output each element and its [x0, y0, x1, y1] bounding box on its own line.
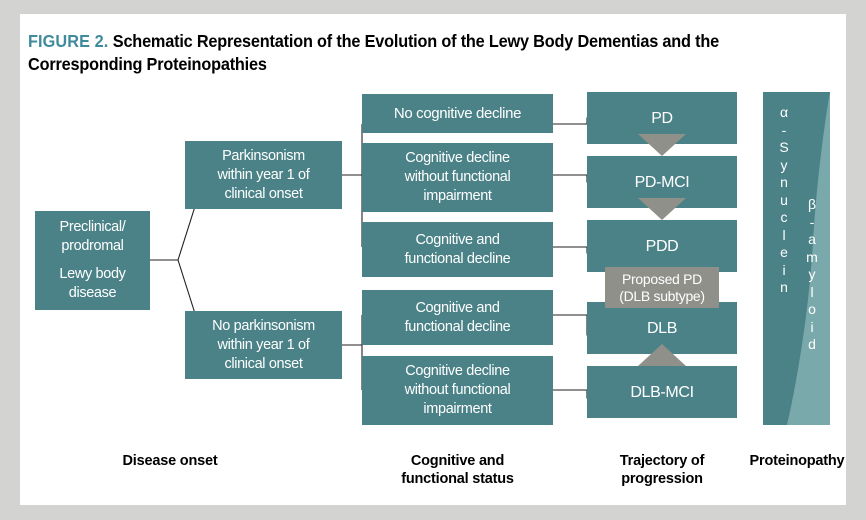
- alpha-synuclein-char: n: [780, 174, 788, 190]
- beta-amyloid-char: a: [808, 231, 816, 247]
- node-cognitive-and-functional-decline-1[interactable]: Cognitive and functional decline: [362, 222, 553, 277]
- alpha-synuclein-char: i: [782, 261, 786, 278]
- status-4-line1: Cognitive decline: [405, 363, 510, 379]
- arrow-pd-mci-to-pdd: [638, 198, 686, 220]
- status-1-text: Cognitive decline without functional impai…: [366, 149, 549, 206]
- node-cognitive-and-functional-decline-2[interactable]: Cognitive and functional decline: [362, 290, 553, 345]
- caption-status-line1: Cognitive and: [410, 453, 505, 469]
- node-pd-label: PD: [651, 109, 673, 127]
- caption-trajectory-line2: progression: [621, 471, 703, 487]
- parkinsonism-line1: Parkinsonism: [222, 147, 305, 164]
- status-1-line2: without functional: [404, 169, 511, 185]
- status-1-line3: impairment: [423, 188, 492, 204]
- node-dlb[interactable]: DLB: [587, 302, 737, 354]
- alpha-synuclein-char: e: [780, 244, 788, 260]
- badge-proposed-pd-dlb-subtype[interactable]: Proposed PD(DLB subtype): [605, 267, 719, 308]
- status-3-line2: functional decline: [404, 318, 511, 335]
- alpha-synuclein-char: y: [780, 156, 788, 173]
- node-no-parkinsonism-text: No parkinsonism within year 1 of clinical …: [189, 317, 338, 374]
- beta-amyloid-char: o: [808, 301, 816, 317]
- root-line1: Preclinical/: [59, 219, 126, 235]
- caption-proteinopathy-line1: Proteinopathy: [749, 453, 845, 469]
- figure-card: FIGURE 2. Schematic Representation of th…: [20, 14, 846, 505]
- node-pdd[interactable]: PDD: [587, 220, 737, 272]
- figure-number: FIGURE 2.: [28, 31, 109, 51]
- caption-trajectory-line1: Trajectory of: [619, 453, 705, 469]
- status-2-text: Cognitive and functional decline: [366, 231, 549, 269]
- no-parkinsonism-line2: within year 1 of: [217, 336, 310, 353]
- alpha-synuclein-char: -: [781, 121, 787, 138]
- caption-proteinopathy: Proteinopathy: [743, 452, 851, 470]
- node-pdd-label: PDD: [645, 237, 679, 255]
- node-dlb-mci[interactable]: DLB-MCI: [587, 366, 737, 418]
- status-3-line1: Cognitive and: [415, 299, 500, 316]
- root-line3: Lewy body: [59, 266, 126, 282]
- no-parkinsonism-line1: No parkinsonism: [212, 317, 315, 334]
- arrow-pd-to-pd-mci: [638, 134, 686, 156]
- proposed-pd-line2: (DLB subtype): [619, 287, 705, 304]
- beta-amyloid-char: -: [809, 213, 815, 230]
- proteinopathy-wedge: [763, 92, 830, 425]
- node-no-parkinsonism-within-year-1[interactable]: No parkinsonism within year 1 of clinical …: [185, 311, 342, 379]
- status-3-text: Cognitive and functional decline: [366, 299, 549, 337]
- beta-amyloid-char: i: [810, 318, 814, 335]
- alpha-synuclein-char: u: [780, 191, 788, 208]
- parkinsonism-line3: clinical onset: [224, 185, 303, 202]
- parkinsonism-line2: within year 1 of: [217, 166, 310, 183]
- alpha-synuclein-char: c: [780, 209, 788, 225]
- beta-amyloid-char: β: [807, 196, 817, 212]
- status-4-text: Cognitive decline without functional impai…: [366, 362, 549, 419]
- alpha-synuclein-char: l: [782, 226, 786, 243]
- node-dlb-mci-label: DLB-MCI: [630, 383, 694, 401]
- caption-status-line2: functional status: [401, 471, 514, 487]
- node-pd-mci-label: PD-MCI: [634, 173, 690, 191]
- root-line2: prodromal: [61, 238, 124, 254]
- beta-amyloid-char: l: [810, 283, 814, 300]
- arrow-dlb-mci-to-dlb: [638, 344, 686, 366]
- alpha-synuclein-char: n: [780, 279, 788, 295]
- caption-disease-onset: Disease onset: [70, 452, 270, 470]
- root-line4: disease: [68, 285, 117, 301]
- alpha-synuclein-char: α: [779, 104, 789, 120]
- figure-title-text: Schematic Representation of the Evolutio…: [28, 31, 720, 74]
- node-cognitive-decline-without-functional-impairment-2[interactable]: Cognitive decline without functional impai…: [362, 356, 553, 425]
- caption-trajectory-of-progression: Trajectory of progression: [587, 452, 737, 488]
- node-parkinsonism-within-year-1[interactable]: Parkinsonism within year 1 of clinical ons…: [185, 141, 342, 209]
- alpha-synuclein-char: S: [779, 139, 789, 155]
- caption-cognitive-functional-status: Cognitive and functional status: [362, 452, 553, 488]
- node-parkinsonism-text: Parkinsonism within year 1 of clinical ons…: [189, 147, 338, 204]
- beta-amyloid-char: m: [806, 248, 818, 265]
- status-2-line2: functional decline: [404, 250, 511, 267]
- status-2-line1: Cognitive and: [415, 231, 500, 248]
- caption-disease-onset-line1: Disease onset: [122, 453, 218, 469]
- status-4-line2: without functional: [404, 382, 511, 398]
- beta-amyloid-char: y: [808, 266, 816, 282]
- node-cognitive-decline-without-functional-impairment-1[interactable]: Cognitive decline without functional impai…: [362, 143, 553, 212]
- no-parkinsonism-line3: clinical onset: [224, 355, 303, 372]
- status-4-line3: impairment: [423, 401, 492, 417]
- figure-title: FIGURE 2. Schematic Representation of th…: [28, 30, 772, 76]
- beta-amyloid-char: d: [808, 336, 816, 352]
- status-1-line1: Cognitive decline: [405, 150, 510, 166]
- proposed-pd-text: Proposed PD(DLB subtype): [605, 271, 719, 305]
- proposed-pd-line1: Proposed PD: [622, 270, 702, 287]
- node-no-cognitive-decline[interactable]: No cognitive decline: [362, 94, 553, 133]
- node-no-cognitive-decline-text: No cognitive decline: [393, 105, 522, 122]
- node-dlb-label: DLB: [646, 319, 678, 337]
